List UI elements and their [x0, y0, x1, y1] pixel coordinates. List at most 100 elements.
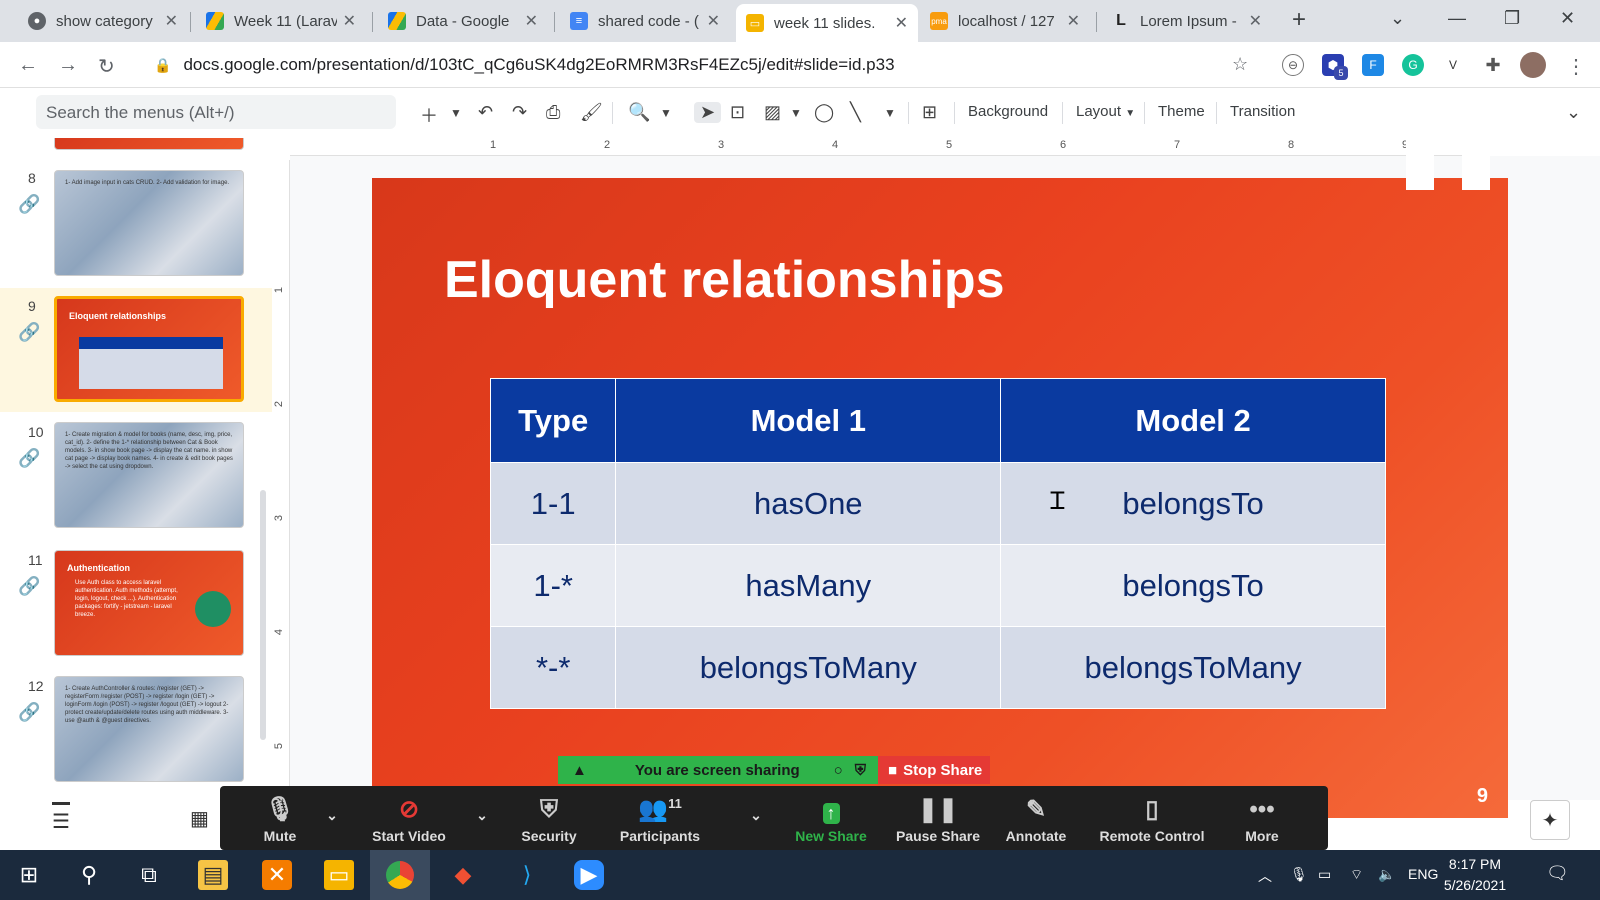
table-cell[interactable]: *-*	[489, 626, 617, 709]
xampp-icon[interactable]: ✕	[262, 860, 292, 890]
minimize-icon[interactable]: —	[1448, 8, 1466, 28]
tab-show-category[interactable]: ● show category ✕	[18, 4, 188, 38]
search-menus-input[interactable]: Search the menus (Alt+/)	[36, 95, 396, 129]
tab-localhost[interactable]: pma localhost / 127 ✕	[930, 12, 1080, 30]
new-share-button[interactable]: ↑ New Share	[784, 786, 878, 850]
wifi-icon[interactable]: ⌔	[1350, 866, 1364, 882]
task-view-icon[interactable]: ⧉	[141, 862, 157, 887]
select-cursor-icon[interactable]: ➤	[694, 102, 722, 123]
transition-button[interactable]: Transition	[1230, 103, 1296, 120]
close-icon[interactable]: ✕	[164, 13, 178, 30]
windows-start-icon[interactable]: ⊞	[19, 862, 39, 887]
extension-icon[interactable]: G	[1402, 54, 1424, 76]
table-cell[interactable]: belongsTo	[1000, 544, 1386, 627]
grid-view-icon[interactable]: ▦	[190, 808, 209, 830]
extension-icon[interactable]: ⊖	[1282, 54, 1304, 76]
language-indicator[interactable]: ENG	[1408, 866, 1439, 882]
reload-icon[interactable]: ↻	[98, 56, 115, 78]
chevron-down-icon[interactable]: ▼	[450, 106, 462, 120]
avatar[interactable]	[1520, 52, 1546, 78]
search-icon[interactable]: ⚲	[80, 862, 98, 887]
close-icon[interactable]: ✕	[706, 13, 720, 30]
back-icon[interactable]: ←	[18, 54, 38, 76]
redo-icon[interactable]: ↷	[512, 102, 528, 122]
tray-chevron-icon[interactable]: ︿	[1258, 868, 1272, 884]
microphone-tray-icon[interactable]: 🎙	[1290, 866, 1308, 882]
git-icon[interactable]: ◆	[454, 862, 472, 887]
image-icon[interactable]: ▨	[764, 102, 782, 122]
slide-thumbnail-9[interactable]: Eloquent relationships	[54, 296, 244, 402]
puzzle-icon[interactable]: ✚	[1482, 54, 1504, 76]
shape-icon[interactable]: ◯	[814, 102, 835, 122]
chevron-down-icon[interactable]: ▼	[660, 106, 672, 120]
paint-format-icon[interactable]: 🖌	[580, 102, 603, 122]
extension-icon[interactable]: F	[1362, 54, 1384, 76]
undo-icon[interactable]: ↶	[478, 102, 494, 122]
chevron-up-icon[interactable]: ⌄	[750, 806, 762, 823]
file-explorer-icon[interactable]: ▭	[324, 860, 354, 890]
chevron-down-icon[interactable]: ▼	[790, 106, 802, 120]
slide-title[interactable]: Eloquent relationships	[444, 251, 1005, 309]
tab-lorem-ipsum[interactable]: L Lorem Ipsum - ✕	[1102, 4, 1272, 38]
close-icon[interactable]: ✕	[1248, 13, 1262, 30]
tab-data-drive[interactable]: Data - Google ✕	[378, 4, 548, 38]
bookmark-star-icon[interactable]: ☆	[1232, 54, 1249, 74]
security-button[interactable]: ⛨ Security	[504, 786, 594, 850]
participants-button[interactable]: 👥11 Participants	[608, 786, 712, 850]
print-icon[interactable]: ⎙	[546, 102, 561, 122]
table-cell[interactable]: belongsTo	[1000, 462, 1386, 545]
chevron-down-icon[interactable]: ▼	[884, 106, 896, 120]
collapse-toolbar-icon[interactable]: ⌄	[1566, 102, 1582, 122]
current-slide[interactable]: Eloquent relationships Type Model 1 Mode…	[372, 178, 1508, 818]
close-icon[interactable]: ✕	[524, 13, 538, 30]
text-box-icon[interactable]: ⊡	[730, 102, 746, 122]
theme-button[interactable]: Theme	[1158, 103, 1205, 120]
add-comment-icon[interactable]: ⊞	[922, 102, 938, 122]
stop-share-button[interactable]: ■ Stop Share	[878, 756, 990, 784]
relationships-table[interactable]: Type Model 1 Model 2 1-1 hasOne belongsT…	[489, 378, 1386, 709]
annotate-button[interactable]: ✎ Annotate	[994, 786, 1078, 850]
tab-week11-slides[interactable]: ▭ week 11 slides. ✕	[736, 4, 918, 42]
notifications-icon[interactable]: 🗨	[1546, 863, 1569, 883]
kebab-menu-icon[interactable]: ⋮	[1566, 56, 1586, 78]
chevron-up-icon[interactable]: ⌄	[326, 806, 338, 823]
sticky-notes-icon[interactable]: ▤	[198, 860, 228, 890]
line-icon[interactable]: ╲	[850, 102, 861, 122]
table-cell[interactable]: hasMany	[615, 544, 1002, 627]
slide-thumbnail-12[interactable]: 1- Create AuthController & routes: /regi…	[54, 676, 244, 782]
tab-search-icon[interactable]: ⌄	[1390, 8, 1406, 28]
mute-button[interactable]: 🎙 Mute	[250, 786, 310, 850]
filmstrip-scrollbar[interactable]	[260, 490, 266, 740]
chevron-up-icon[interactable]: ⌄	[476, 806, 488, 823]
close-icon[interactable]: ✕	[894, 15, 908, 32]
explore-icon[interactable]: ✦	[1530, 800, 1570, 840]
table-cell[interactable]: belongsToMany	[615, 626, 1002, 709]
new-tab-button[interactable]: +	[1292, 6, 1307, 33]
layout-button[interactable]: Layout ▼	[1076, 103, 1136, 120]
background-button[interactable]: Background	[968, 103, 1049, 120]
filmstrip-view-icon[interactable]: ☰	[52, 802, 70, 834]
extension-icon[interactable]: V	[1442, 54, 1464, 76]
zoom-icon[interactable]: ▶	[574, 860, 604, 890]
new-slide-icon[interactable]: ＋	[420, 106, 438, 126]
vscode-icon[interactable]: ⟩	[522, 862, 532, 887]
slide-thumbnail[interactable]	[54, 138, 244, 150]
table-cell[interactable]: belongsToMany	[1000, 626, 1386, 709]
slide-thumbnail-8[interactable]: 1- Add image input in cats CRUD. 2- Add …	[54, 170, 244, 276]
tab-week11-drive[interactable]: Week 11 (Larav ✕	[196, 4, 366, 38]
table-cell[interactable]: hasOne	[615, 462, 1002, 545]
more-button[interactable]: ••• More	[1230, 786, 1294, 850]
clock[interactable]: 8:17 PM 5/26/2021	[1430, 854, 1520, 896]
close-icon[interactable]: ✕	[1066, 13, 1080, 30]
chrome-taskbar-active[interactable]	[370, 850, 430, 900]
table-cell[interactable]: 1-*	[489, 544, 617, 627]
zoom-icon[interactable]: 🔍	[628, 102, 651, 122]
slide-thumbnail-10[interactable]: 1- Create migration & model for books (n…	[54, 422, 244, 528]
battery-icon[interactable]: ▭	[1318, 866, 1332, 882]
close-window-icon[interactable]: ✕	[1560, 8, 1576, 28]
table-cell[interactable]: 1-1	[489, 462, 617, 545]
slide-thumbnail-11[interactable]: Authentication Use Auth class to access …	[54, 550, 244, 656]
start-video-button[interactable]: ⊘ Start Video	[354, 786, 464, 850]
url-field[interactable]: 🔒 docs.google.com/presentation/d/103tC_q…	[140, 48, 1270, 82]
close-icon[interactable]: ✕	[342, 13, 356, 30]
